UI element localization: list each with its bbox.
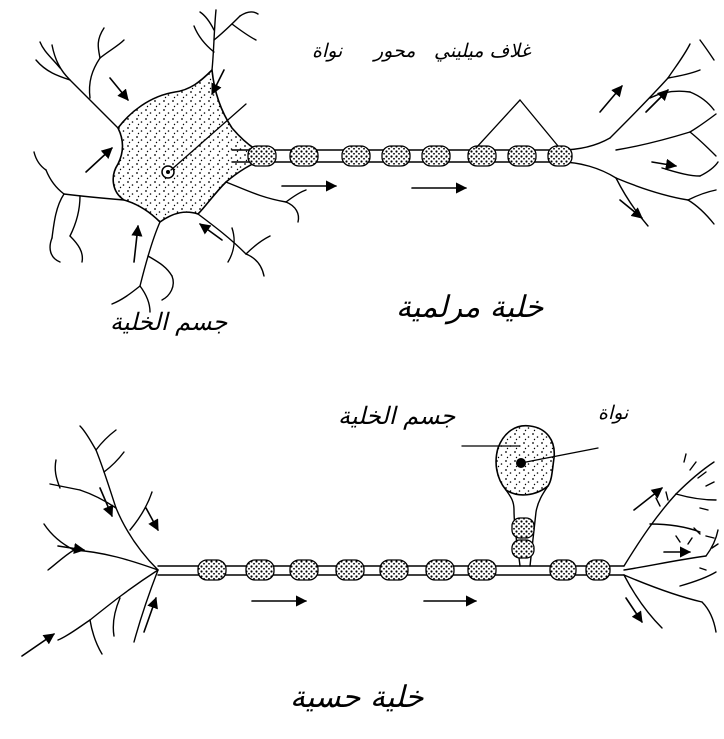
sensory-neuron <box>22 426 718 656</box>
label-nucleus-top: نواة <box>312 40 342 62</box>
label-cell-body-top: جسم الخلية <box>110 308 227 336</box>
label-nucleus-bottom: نواة <box>598 402 628 424</box>
caption-motor-neuron: خلية مرلمية <box>396 290 543 325</box>
motor-myelin-segments <box>248 146 572 166</box>
caption-sensory-neuron: خلية حسية <box>290 680 424 715</box>
sensory-myelin-segments <box>198 560 610 580</box>
label-axon: محور <box>374 40 415 62</box>
sensory-axon-terminals <box>624 454 718 632</box>
sensory-stalk-myelin <box>512 518 534 558</box>
motor-axon-terminals <box>610 40 718 226</box>
sensory-dendrites-left <box>44 426 158 654</box>
motor-soma <box>113 70 270 222</box>
label-myelin-sheath: غلاف ميليني <box>434 40 531 62</box>
label-cell-body-bottom: جسم الخلية <box>338 402 455 430</box>
